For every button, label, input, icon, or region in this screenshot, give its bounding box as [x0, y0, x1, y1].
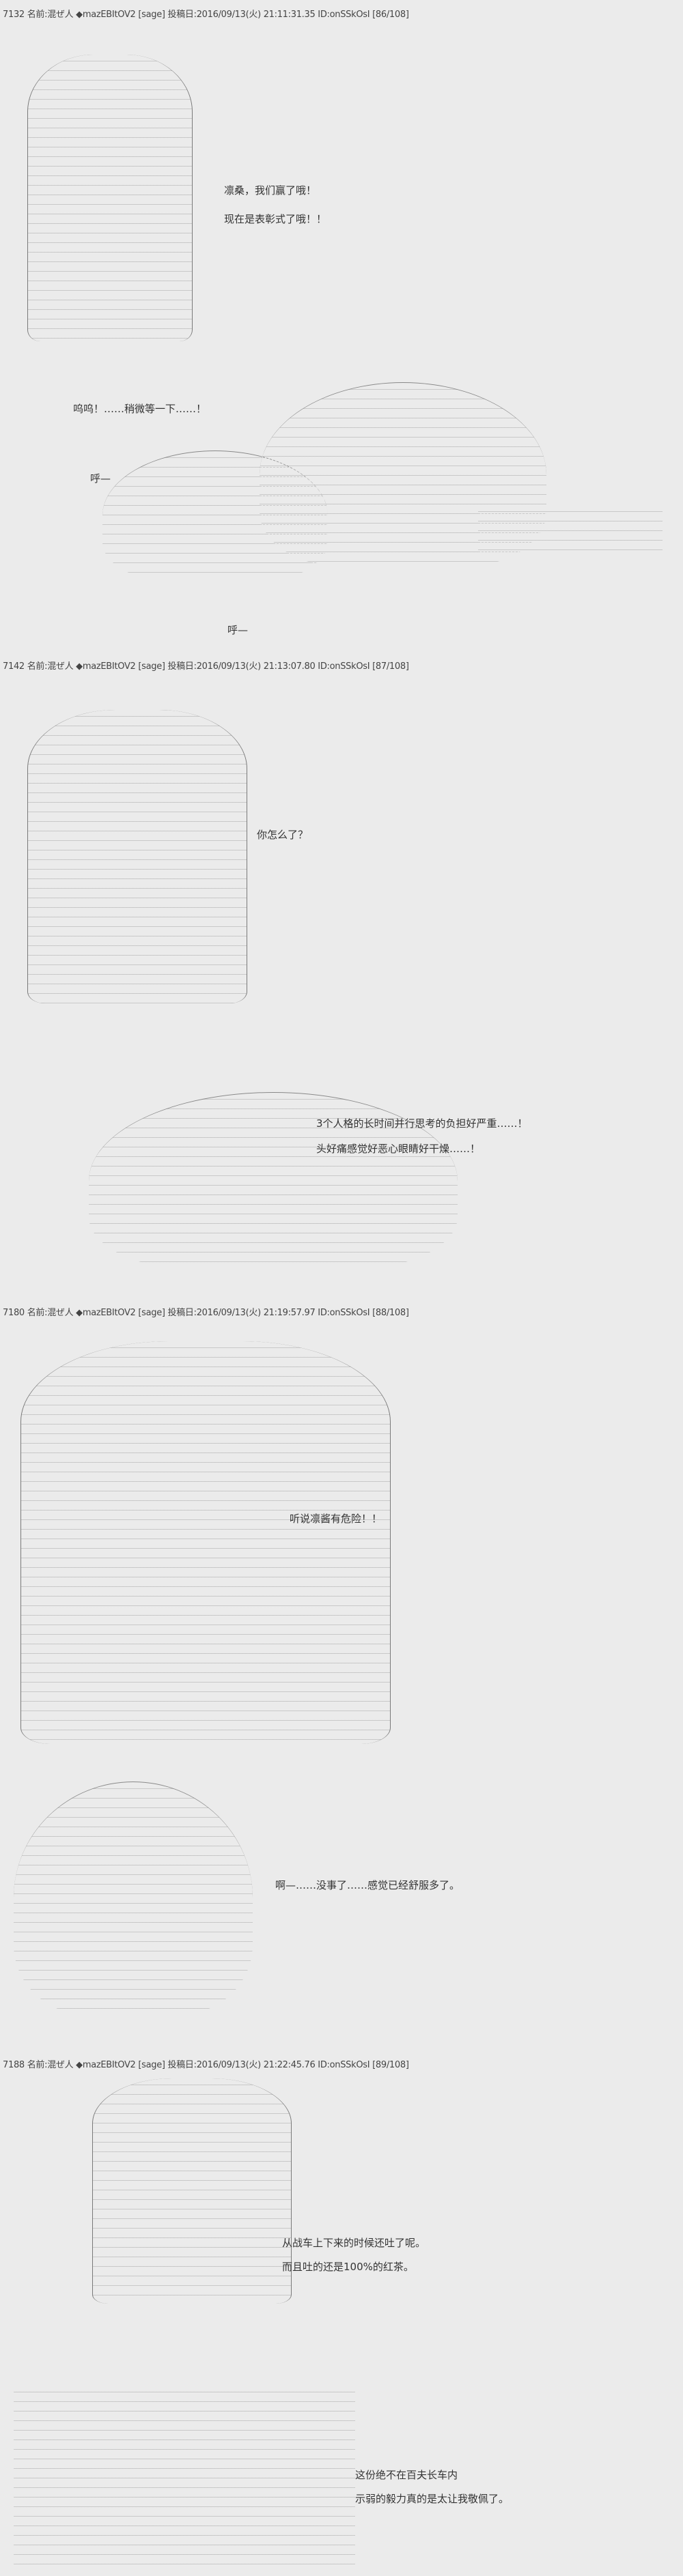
ascii-art-character [20, 1341, 391, 1744]
post-header: 7180 名前:混ぜ人 ◆mazEBItOV2 [sage] 投稿日:2016/… [3, 1308, 409, 1318]
dialogue-line: 示弱的毅力真的是太让我敬佩了。 [355, 2493, 510, 2505]
dialogue-line: 头好痛感觉好恶心眼睛好干燥……！ [316, 1143, 481, 1155]
ascii-art-tank-gun [478, 505, 663, 553]
ascii-art-character [14, 1781, 253, 2014]
dialogue-line: 从战车上下来的时候还吐了呢。 [282, 2237, 426, 2249]
dialogue-line: 呼— [90, 472, 111, 485]
dialogue-line: 呼— [227, 624, 249, 636]
dialogue-line: 听说凛酱有危险！！ [290, 1513, 382, 1525]
post-header: 7132 名前:混ぜ人 ◆mazEBItOV2 [sage] 投稿日:2016/… [3, 10, 409, 20]
dialogue-line: 啊—……没事了……感觉已经舒服多了。 [275, 1879, 460, 1891]
dialogue-line: 凛桑，我们赢了哦！ [224, 184, 317, 197]
ascii-art-character [27, 710, 247, 1003]
dialogue-line: 这份绝不在百夫长车内 [355, 2469, 458, 2481]
dialogue-line: 呜呜！……稍微等一下……！ [73, 403, 207, 415]
post-header: 7188 名前:混ぜ人 ◆mazEBItOV2 [sage] 投稿日:2016/… [3, 2060, 409, 2070]
ascii-art-character [89, 1092, 458, 1270]
post-header: 7142 名前:混ぜ人 ◆mazEBItOV2 [sage] 投稿日:2016/… [3, 661, 409, 672]
ascii-art-character [92, 2078, 292, 2304]
ascii-art-character [27, 55, 193, 341]
dialogue-line: 现在是表彰式了哦！！ [224, 213, 327, 225]
dialogue-line: 你怎么了？ [257, 829, 309, 841]
dialogue-line: 而且吐的还是100%的红茶。 [282, 2261, 414, 2273]
dialogue-line: 3个人格的长时间并行思考的负担好严重……！ [316, 1117, 528, 1130]
ascii-art-characters [14, 2386, 355, 2573]
